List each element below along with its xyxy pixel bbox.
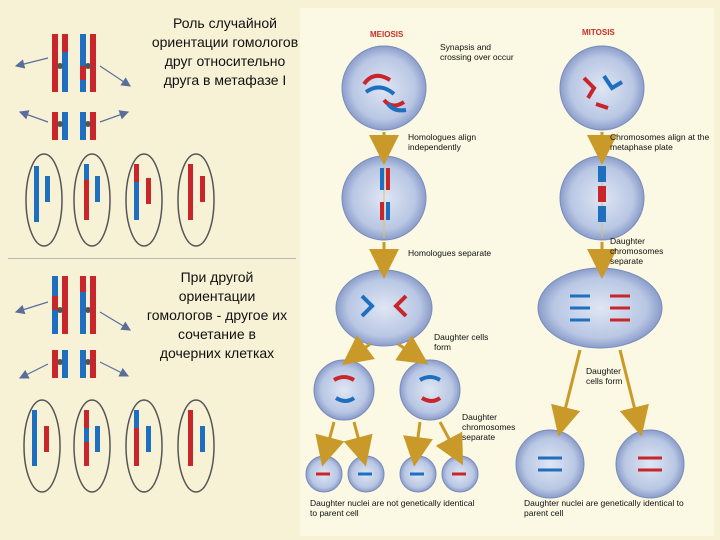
mitosis-cell-2: [559, 155, 645, 241]
flow-arrows: [315, 132, 649, 467]
label-homologues-separate: Homologues separate: [408, 248, 492, 258]
cell-division-illustration: [305, 45, 685, 499]
meiosis-cell-2: [341, 155, 427, 241]
bottom-caption: При другой ориентации гомологов - другое…: [146, 269, 288, 361]
bottom-daughter-chromosomes: [32, 410, 205, 466]
mitosis-daughter-cells: [515, 429, 685, 499]
meiosis-title: MEIOSIS: [370, 30, 404, 39]
label-chromosomes-align: Chromosomes align at the metaphase plate: [610, 132, 710, 152]
mitosis-cell-1: [559, 45, 645, 131]
top-metaphase-group: [14, 34, 131, 140]
left-panel: Роль случайной ориентации гомологов друг…: [0, 0, 300, 540]
top-caption: Роль случайной ориентации гомологов друг…: [151, 15, 299, 88]
label-homologues-align: Homologues align independently: [408, 132, 477, 152]
label-nuclei-not-identical: Daughter nuclei are not genetically iden…: [310, 498, 475, 518]
label-daughter-chrom-separate-mitosis: Daughter chromosomes separate: [610, 236, 664, 266]
mitosis-title: MITOSIS: [582, 28, 615, 37]
meiosis-mitosis-figure: MEIOSIS MITOSIS Synapsis and crossing ov…: [300, 8, 714, 536]
bottom-daughter-cells: [23, 399, 215, 493]
label-nuclei-identical: Daughter nuclei are genetically identica…: [524, 498, 684, 518]
meiosis-cell-3: [335, 269, 433, 347]
label-daughter-cells-form-mitosis: Daughter cells form: [586, 366, 623, 386]
label-daughter-cells-form-meiosis: Daughter cells form: [434, 332, 489, 352]
label-synapsis: Synapsis and crossing over occur: [440, 42, 514, 62]
divider-line: [8, 258, 296, 259]
bottom-metaphase-group: [14, 276, 132, 379]
meiosis-final-nuclei: [305, 455, 479, 493]
top-daughter-chromosomes: [34, 164, 205, 222]
top-daughter-cells: [25, 153, 215, 247]
chromosome-orientation-diagram: [14, 34, 215, 493]
meiosis-daughter-cells: [313, 359, 461, 421]
mitosis-cell-3: [537, 267, 663, 349]
meiosis-cell-1: [341, 45, 427, 131]
label-daughter-chrom-separate-meiosis: Daughter chromosomes separate: [462, 412, 516, 442]
